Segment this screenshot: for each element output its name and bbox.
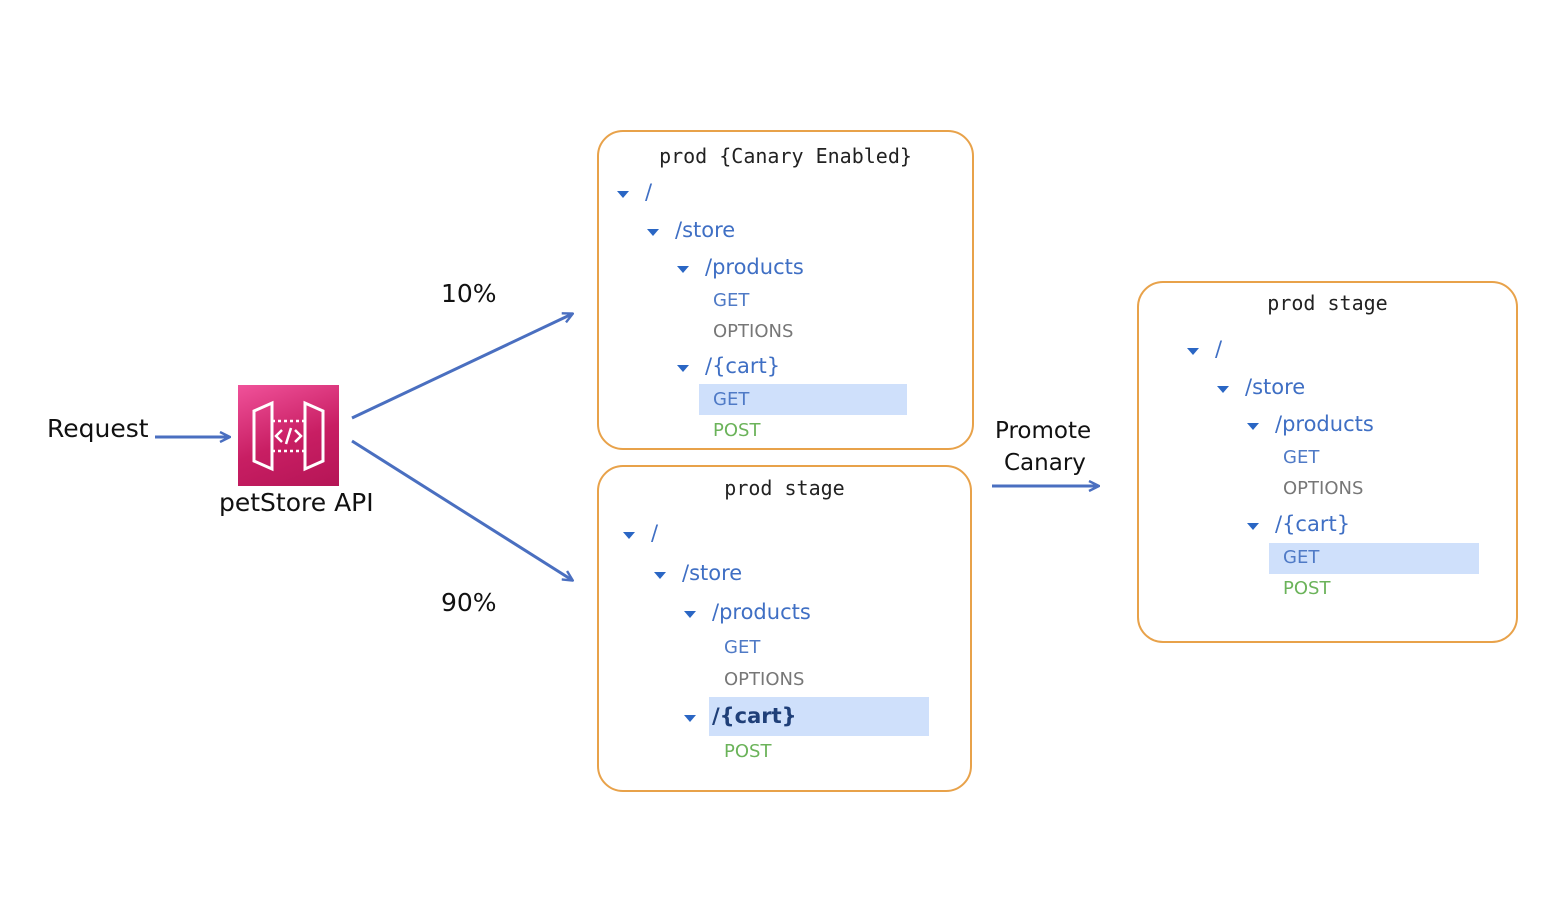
resource-label: /{cart} [1275, 512, 1351, 536]
caret-down-icon [1247, 523, 1259, 530]
canary-stage-box: prod {Canary Enabled} / /store /products… [597, 130, 974, 450]
prod-stage-title: prod stage [724, 476, 845, 500]
prod-arrow [351, 439, 572, 580]
promote-label-line1: Promote [995, 418, 1092, 444]
canary-cart-post[interactable]: POST [713, 420, 761, 441]
caret-down-icon [623, 532, 635, 539]
caret-down-icon [684, 715, 696, 722]
caret-down-icon [654, 572, 666, 579]
caret-down-icon [617, 191, 629, 198]
prod-stage-box: prod stage / /store /products GET OPTION… [597, 465, 972, 792]
canary-cart[interactable]: /{cart} [677, 351, 780, 381]
resource-label: /store [682, 561, 743, 585]
caret-down-icon [1217, 386, 1229, 393]
promoted-cart-get[interactable]: GET [1283, 547, 1320, 568]
caret-down-icon [647, 229, 659, 236]
promoted-cart[interactable]: /{cart} [1247, 509, 1350, 539]
caret-down-icon [684, 611, 696, 618]
prod-products-options[interactable]: OPTIONS [724, 669, 805, 690]
canary-arrow [351, 314, 572, 420]
canary-stage-title: prod {Canary Enabled} [659, 144, 912, 168]
caret-down-icon [677, 365, 689, 372]
caret-down-icon [1187, 348, 1199, 355]
promoted-stage-box: prod stage / /store /products GET OPTION… [1137, 281, 1518, 643]
promoted-cart-post[interactable]: POST [1283, 578, 1331, 599]
resource-label: /products [1275, 412, 1374, 436]
resource-label: /{cart} [712, 704, 797, 728]
prod-products-get[interactable]: GET [724, 637, 761, 658]
prod-cart-post[interactable]: POST [724, 741, 772, 762]
resource-label: /products [712, 600, 811, 624]
caret-down-icon [677, 266, 689, 273]
canary-cart-get[interactable]: GET [713, 389, 750, 410]
canary-products-options[interactable]: OPTIONS [713, 321, 794, 342]
prod-cart-highlight [709, 697, 929, 736]
api-label: petStore API [219, 488, 374, 517]
prod-store[interactable]: /store [654, 558, 742, 588]
prod-root[interactable]: / [623, 518, 658, 548]
canary-cart-get-highlight [699, 384, 907, 415]
resource-label: /products [705, 255, 804, 279]
canary-products-get[interactable]: GET [713, 290, 750, 311]
canary-store[interactable]: /store [647, 215, 735, 245]
resource-label: / [651, 521, 659, 545]
promoted-cart-get-highlight [1269, 543, 1479, 574]
resource-label: / [1215, 337, 1223, 361]
canary-percent: 10% [441, 279, 497, 308]
promoted-products-options[interactable]: OPTIONS [1283, 478, 1364, 499]
request-label: Request [47, 414, 149, 443]
promoted-products-get[interactable]: GET [1283, 447, 1320, 468]
promoted-products[interactable]: /products [1247, 409, 1374, 439]
resource-label: / [645, 180, 653, 204]
prod-products[interactable]: /products [684, 597, 811, 627]
prod-cart[interactable]: /{cart} [684, 701, 797, 731]
resource-label: /store [1245, 375, 1306, 399]
resource-label: /store [675, 218, 736, 242]
prod-percent: 90% [441, 588, 497, 617]
canary-products[interactable]: /products [677, 252, 804, 282]
promoted-store[interactable]: /store [1217, 372, 1305, 402]
promote-label-line2: Canary [1004, 450, 1086, 476]
caret-down-icon [1247, 423, 1259, 430]
resource-label: /{cart} [705, 354, 781, 378]
api-gateway-icon [238, 385, 339, 486]
promoted-stage-title: prod stage [1267, 291, 1388, 315]
canary-root[interactable]: / [617, 177, 652, 207]
promoted-root[interactable]: / [1187, 334, 1222, 364]
